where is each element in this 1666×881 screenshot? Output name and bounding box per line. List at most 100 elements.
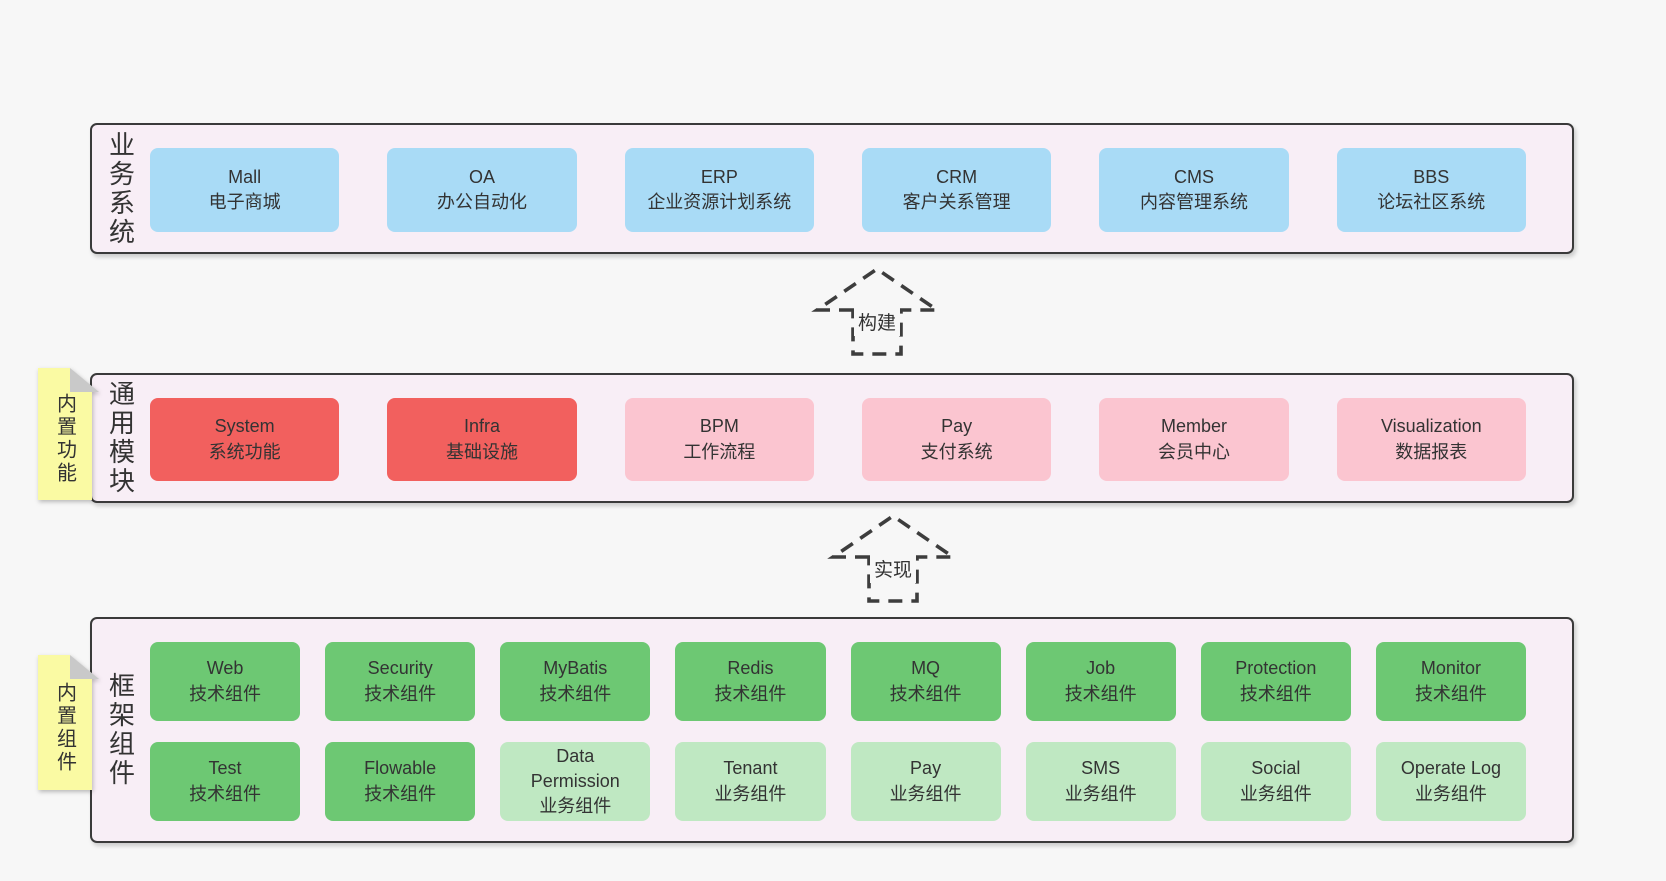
box-flowable-name: Flowable	[364, 758, 437, 779]
arrow-implement: 实现	[823, 509, 963, 605]
box-infra-desc: 基础设施	[445, 441, 518, 462]
box-cms-desc: 内容管理系统	[1139, 192, 1248, 212]
section-label-modules: 通用模块	[105, 380, 136, 496]
box-social: Social 业务组件	[1200, 742, 1351, 821]
box-protection-name: Protection	[1235, 658, 1317, 679]
box-redis: Redis 技术组件	[675, 642, 826, 721]
box-protection-desc: 技术组件	[1239, 683, 1312, 704]
box-pay-component-name: Pay	[910, 758, 942, 779]
box-visualization-name: Visualization	[1380, 416, 1482, 437]
box-mq: MQ 技术组件	[850, 642, 1001, 721]
box-data-permission-desc: 业务组件	[539, 796, 612, 817]
box-pay-module: Pay 支付系统	[861, 398, 1052, 481]
box-pay-component: Pay 业务组件	[850, 742, 1001, 821]
box-bpm-desc: 工作流程	[683, 441, 756, 462]
box-monitor-desc: 技术组件	[1414, 683, 1487, 704]
box-mybatis-desc: 技术组件	[539, 683, 612, 704]
box-data-permission-name: Data Permission	[530, 745, 620, 791]
box-data-permission: Data Permission 业务组件	[500, 742, 651, 821]
box-mq-desc: 技术组件	[889, 683, 962, 704]
box-mall-name: Mall	[228, 166, 262, 187]
box-erp: ERP 企业资源计划系统	[624, 148, 814, 232]
box-visualization: Visualization 数据报表	[1336, 398, 1526, 481]
box-sms-desc: 业务组件	[1064, 783, 1137, 804]
box-test: Test 技术组件	[150, 742, 301, 821]
box-oa-desc: 办公自动化	[436, 192, 527, 212]
modules-row: System 系统功能 Infra 基础设施 BPM 工作流程 Pay 支付系统…	[150, 398, 1526, 481]
box-member-name: Member	[1160, 416, 1227, 437]
box-tenant-desc: 业务组件	[714, 783, 787, 804]
box-security-name: Security	[367, 658, 433, 679]
section-framework-components: 框架组件 Web 技术组件 Security 技术组件 MyBatis 技术组件…	[90, 617, 1574, 843]
box-erp-name: ERP	[700, 166, 738, 187]
box-sms-name: SMS	[1081, 758, 1121, 779]
box-tenant-name: Tenant	[723, 758, 778, 779]
box-system-desc: 系统功能	[208, 441, 281, 462]
box-pay-module-name: Pay	[941, 416, 973, 437]
box-cms-name: CMS	[1173, 166, 1214, 187]
sticky-note-built-in-features: 内置功能	[38, 368, 99, 500]
sticky-note-built-in-components: 内置组件	[38, 655, 99, 790]
arrow-build: 构建	[807, 262, 947, 358]
box-security-desc: 技术组件	[364, 683, 437, 704]
box-monitor-name: Monitor	[1420, 658, 1481, 679]
box-job: Job 技术组件	[1025, 642, 1176, 721]
box-bbs: BBS 论坛社区系统	[1336, 148, 1526, 232]
box-oa: OA 办公自动化	[387, 148, 577, 232]
box-bpm-name: BPM	[699, 416, 739, 437]
box-mybatis-name: MyBatis	[543, 658, 608, 679]
section-label-components: 框架组件	[105, 672, 136, 788]
box-job-name: Job	[1086, 658, 1116, 679]
arrow-implement-label: 实现	[869, 554, 917, 583]
box-mall-desc: 电子商城	[208, 192, 281, 212]
business-rows: Mall 电子商城 OA 办公自动化 ERP 企业资源计划系统 CRM 客户关系…	[150, 125, 1572, 252]
box-social-desc: 业务组件	[1239, 783, 1312, 804]
box-pay-module-desc: 支付系统	[920, 441, 993, 462]
box-member: Member 会员中心	[1099, 398, 1289, 481]
box-system-name: System	[214, 416, 275, 437]
box-tenant: Tenant 业务组件	[675, 742, 826, 821]
box-mall: Mall 电子商城	[150, 148, 340, 232]
box-crm-name: CRM	[936, 166, 978, 187]
components-rows: Web 技术组件 Security 技术组件 MyBatis 技术组件 Redi…	[150, 619, 1572, 841]
box-visualization-desc: 数据报表	[1395, 441, 1468, 462]
box-bbs-name: BBS	[1413, 166, 1450, 187]
components-row-2: Test 技术组件 Flowable 技术组件 Data Permission …	[150, 742, 1526, 821]
box-monitor: Monitor 技术组件	[1375, 642, 1526, 721]
box-flowable-desc: 技术组件	[364, 783, 437, 804]
business-row: Mall 电子商城 OA 办公自动化 ERP 企业资源计划系统 CRM 客户关系…	[150, 148, 1526, 232]
box-bbs-desc: 论坛社区系统	[1377, 192, 1486, 212]
box-job-desc: 技术组件	[1064, 683, 1137, 704]
box-pay-component-desc: 业务组件	[889, 783, 962, 804]
section-business-systems: 业务系统 Mall 电子商城 OA 办公自动化 ERP 企业资源计划系统 CRM…	[90, 123, 1574, 254]
section-common-modules: 通用模块 System 系统功能 Infra 基础设施 BPM 工作流程 Pay…	[90, 373, 1574, 503]
box-test-desc: 技术组件	[189, 783, 262, 804]
box-infra-name: Infra	[463, 416, 500, 437]
box-operate-log: Operate Log 业务组件	[1375, 742, 1526, 821]
box-cms: CMS 内容管理系统	[1099, 148, 1289, 232]
box-erp-desc: 企业资源计划系统	[647, 192, 792, 212]
box-system: System 系统功能	[150, 398, 340, 481]
box-flowable: Flowable 技术组件	[325, 742, 476, 821]
arrow-build-label: 构建	[853, 307, 901, 336]
box-operate-log-desc: 业务组件	[1414, 783, 1487, 804]
box-web: Web 技术组件	[150, 642, 301, 721]
components-row-1: Web 技术组件 Security 技术组件 MyBatis 技术组件 Redi…	[150, 642, 1526, 721]
section-label-business: 业务系统	[105, 130, 136, 247]
box-bpm: BPM 工作流程	[624, 398, 814, 481]
box-protection: Protection 技术组件	[1200, 642, 1351, 721]
box-member-desc: 会员中心	[1157, 441, 1230, 462]
modules-rows: System 系统功能 Infra 基础设施 BPM 工作流程 Pay 支付系统…	[150, 375, 1572, 501]
box-mq-name: MQ	[911, 658, 941, 679]
box-redis-desc: 技术组件	[714, 683, 787, 704]
box-test-name: Test	[208, 758, 242, 779]
box-infra: Infra 基础设施	[387, 398, 577, 481]
box-mybatis: MyBatis 技术组件	[500, 642, 651, 721]
box-web-desc: 技术组件	[189, 683, 262, 704]
box-crm: CRM 客户关系管理	[861, 148, 1052, 232]
box-sms: SMS 业务组件	[1025, 742, 1176, 821]
box-web-name: Web	[206, 658, 244, 679]
box-redis-name: Redis	[727, 658, 774, 679]
box-security: Security 技术组件	[325, 642, 476, 721]
box-social-name: Social	[1251, 758, 1301, 779]
